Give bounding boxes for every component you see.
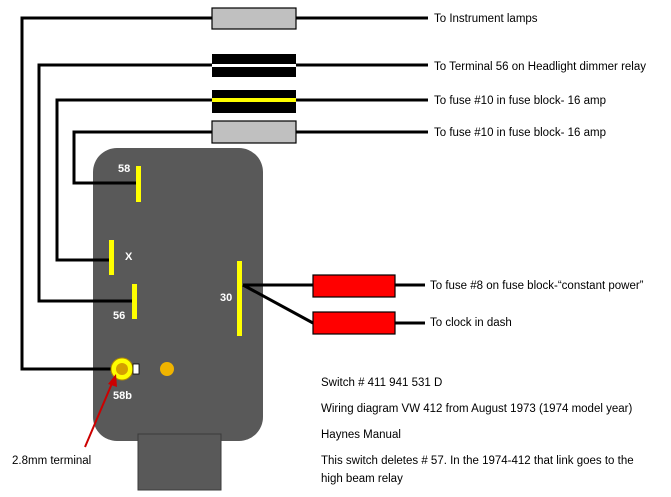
label-clock: To clock in dash xyxy=(430,317,512,329)
label-terminal-56-dimmer: To Terminal 56 on Headlight dimmer relay xyxy=(434,61,646,73)
wire-fuse10-b xyxy=(72,130,428,185)
terminal-x xyxy=(109,240,114,275)
callout-arrow xyxy=(84,374,117,448)
wire-instrument-lamps xyxy=(20,16,428,371)
note-deletes-line1: This switch deletes # 57. In the 1974-41… xyxy=(321,455,634,467)
terminal-58b-ring xyxy=(110,357,140,381)
callout-2-8mm-terminal: 2.8mm terminal xyxy=(12,455,91,467)
terminal-30 xyxy=(237,261,242,336)
label-terminal-58b: 58b xyxy=(113,390,132,402)
note-wiring-diagram: Wiring diagram VW 412 from August 1973 (… xyxy=(321,403,632,415)
label-fuse8: To fuse #8 on fuse block-“constant power… xyxy=(430,280,644,292)
fuse-fuse10-b xyxy=(211,120,297,144)
note-deletes-line2: high beam relay xyxy=(321,473,403,485)
fuse-fuse10-a xyxy=(212,90,296,113)
fuse-clock xyxy=(312,311,396,335)
label-fuse10-b: To fuse #10 in fuse block- 16 amp xyxy=(434,127,606,139)
terminal-58 xyxy=(136,166,141,202)
label-terminal-x: X xyxy=(125,251,133,263)
indicator-dot xyxy=(160,362,174,376)
fuse-terminal-56-dimmer xyxy=(212,54,296,77)
wire-clock xyxy=(242,283,425,325)
note-switch-number: Switch # 411 941 531 D xyxy=(321,377,442,389)
label-terminal-56: 56 xyxy=(113,310,125,322)
fuse-fuse8 xyxy=(312,274,396,298)
wire-fuse10-a xyxy=(55,98,428,262)
label-instrument-lamps: To Instrument lamps xyxy=(434,13,538,25)
label-fuse10-a: To fuse #10 in fuse block- 16 amp xyxy=(434,95,606,107)
note-haynes-manual: Haynes Manual xyxy=(321,429,401,441)
label-terminal-58: 58 xyxy=(118,163,130,175)
label-terminal-30: 30 xyxy=(220,292,232,304)
terminal-56 xyxy=(132,284,137,319)
wire-terminal-56-dimmer xyxy=(37,63,428,303)
switch-connector-tab xyxy=(137,433,222,491)
fuse-instrument-lamps xyxy=(211,7,297,30)
